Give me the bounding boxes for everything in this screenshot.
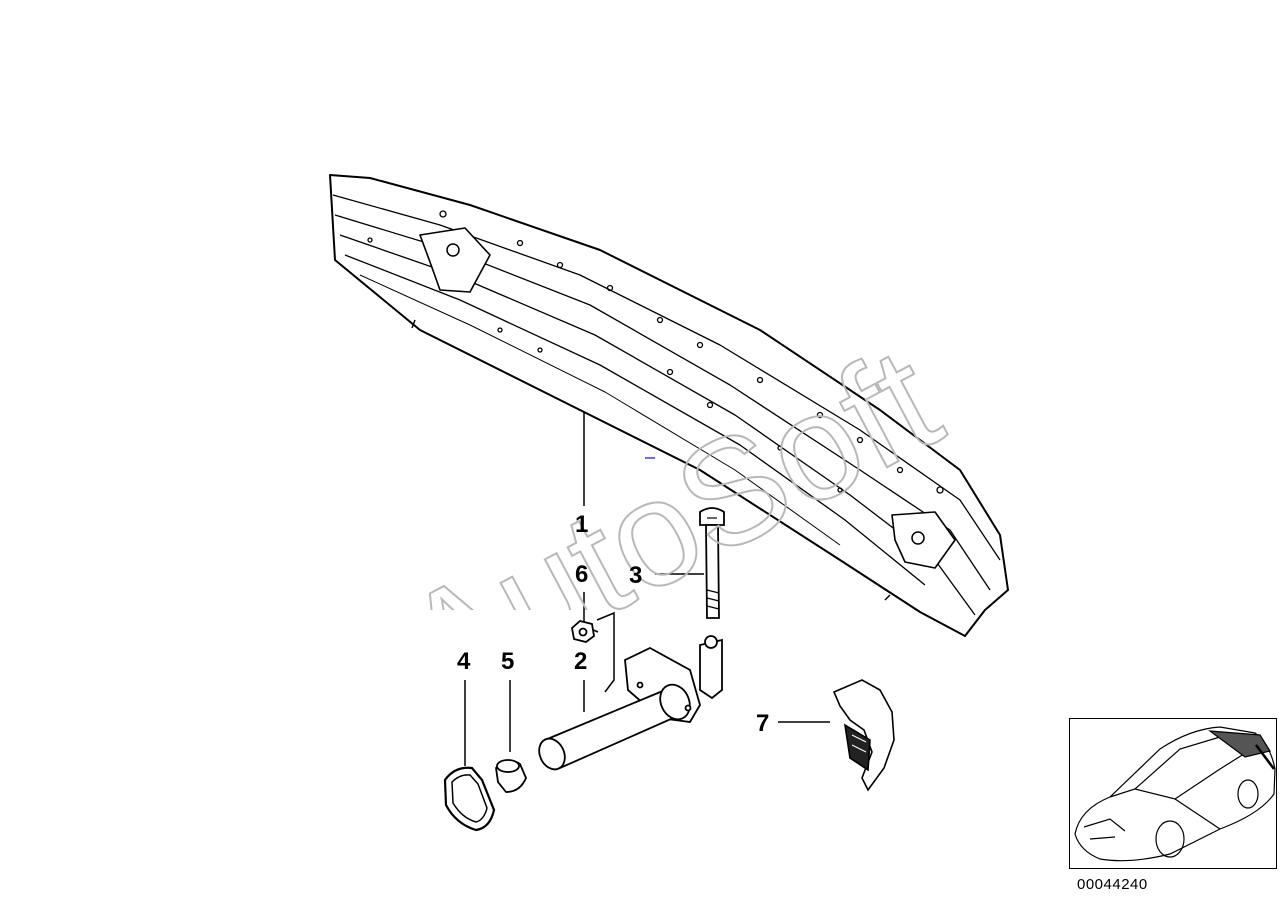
callout-2: 2 xyxy=(574,648,588,675)
bolt xyxy=(699,507,725,619)
gasket-ring xyxy=(443,766,496,832)
callout-1: 1 xyxy=(575,511,589,538)
nut xyxy=(571,620,595,643)
tow-sleeve xyxy=(538,635,723,771)
callout-5: 5 xyxy=(501,648,515,675)
callout-4: 4 xyxy=(457,648,471,675)
vehicle-outline xyxy=(1074,726,1276,862)
vehicle-inset xyxy=(1069,718,1277,869)
bracket-cover xyxy=(832,679,895,792)
watermark-text: AutoSoft xyxy=(377,314,964,610)
callout-3: 3 xyxy=(629,562,643,589)
diagram-code: 00044240 xyxy=(1077,876,1148,893)
watermark: AutoSoft xyxy=(376,313,965,610)
cap xyxy=(495,759,527,793)
bumper-carrier xyxy=(329,174,1009,637)
callout-7: 7 xyxy=(756,710,770,737)
callout-6: 6 xyxy=(575,561,589,588)
